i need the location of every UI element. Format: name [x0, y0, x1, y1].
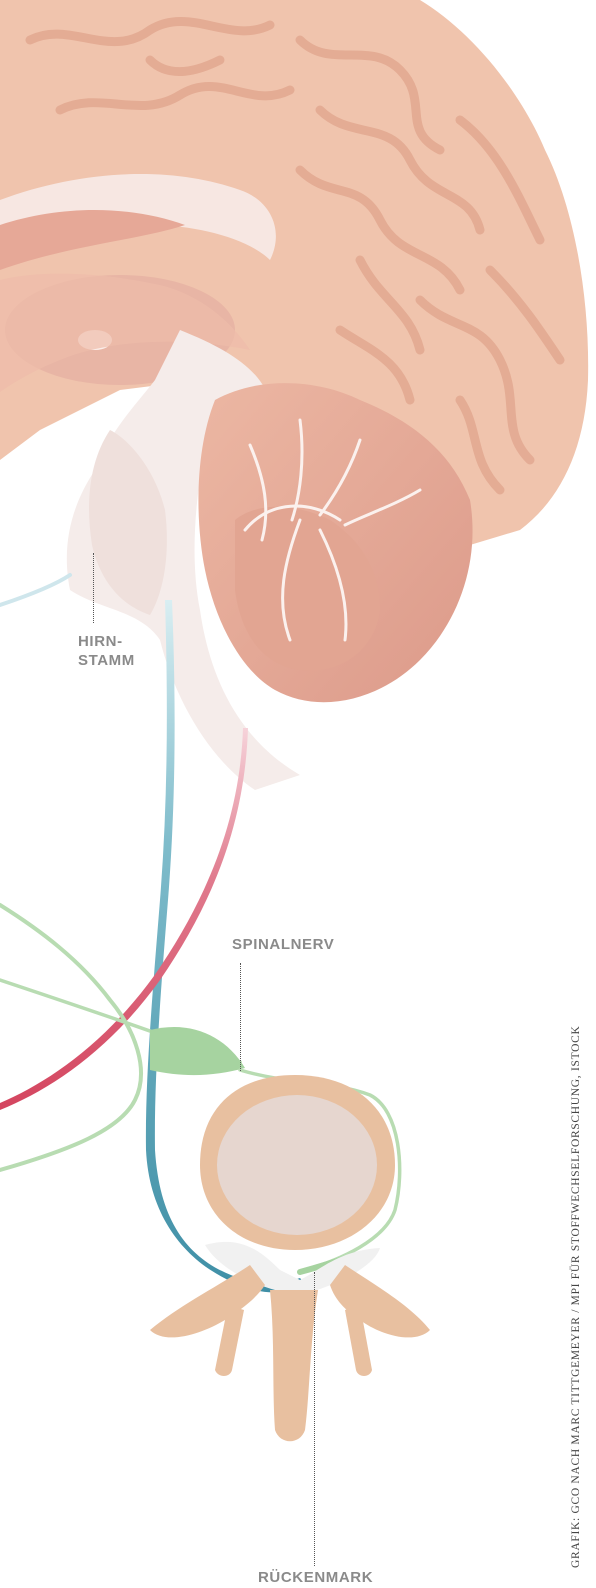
- spinal-nerve-leader-line: [240, 963, 241, 1071]
- spinal-cord-label: RÜCKENMARK: [258, 1568, 373, 1587]
- vertebra: [150, 1075, 430, 1441]
- brainstem-label-line-1: HIRN-: [78, 632, 135, 651]
- image-credit: GRAFIK: GCO NACH MARC TITTGEMEYER / MPI …: [570, 1026, 582, 1568]
- spinal-cord-leader-line: [314, 1272, 315, 1566]
- spinal-nerve-label: SPINALNERV: [232, 935, 334, 954]
- brainstem-leader-line: [93, 553, 94, 623]
- brainstem-label: HIRN- STAMM: [78, 632, 135, 670]
- brainstem-label-line-2: STAMM: [78, 651, 135, 670]
